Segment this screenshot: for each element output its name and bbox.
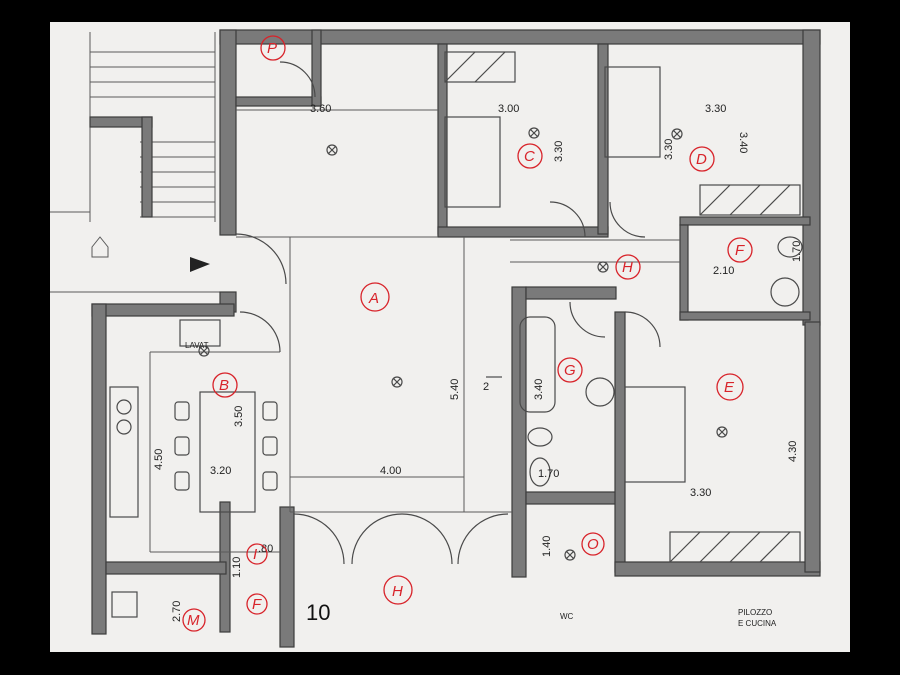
interior-lines bbox=[149, 109, 680, 553]
dim-dining-depth: 3.50 bbox=[233, 406, 245, 427]
dim-storage-m: 2.70 bbox=[171, 601, 183, 622]
svg-text:B: B bbox=[219, 377, 229, 394]
room-label-m: M bbox=[182, 608, 206, 632]
light-icon bbox=[597, 261, 609, 273]
pillar-note-line1: PILOZZO bbox=[738, 608, 772, 617]
dim-bath-g-width: 1.70 bbox=[538, 468, 559, 480]
toilet-icon bbox=[529, 457, 551, 487]
washing-machine-label: LAVAT bbox=[185, 341, 209, 350]
dim-living-width: 4.00 bbox=[380, 465, 401, 477]
unit-number: 10 bbox=[306, 600, 330, 625]
dim-bedroom-c-depth: 3.30 bbox=[553, 141, 565, 162]
light-icon bbox=[198, 345, 210, 357]
dim-kitchen-depth: 4.50 bbox=[153, 449, 165, 470]
bathtub-icon bbox=[519, 316, 556, 413]
shower-icon bbox=[770, 277, 800, 307]
counter-icon bbox=[109, 386, 139, 518]
room-label-e: E bbox=[716, 373, 744, 401]
svg-text:A: A bbox=[368, 290, 379, 307]
bidet-icon bbox=[527, 427, 553, 447]
dim-bedroom-e-width: 3.30 bbox=[690, 487, 711, 499]
toilet-f-icon bbox=[777, 236, 803, 258]
furniture bbox=[109, 51, 803, 618]
svg-text:P: P bbox=[267, 40, 277, 57]
washing-machine-icon bbox=[179, 319, 221, 347]
wc-note: WC bbox=[560, 612, 574, 621]
light-icon bbox=[716, 426, 728, 438]
stair-step-number: 2 bbox=[483, 381, 489, 393]
room-label-d: D bbox=[689, 146, 715, 172]
room-label-g: G bbox=[557, 357, 583, 383]
entry-arrow-icon bbox=[190, 257, 210, 272]
light-icon bbox=[564, 549, 576, 561]
dim-bedroom-d-depth-alt: 3.40 bbox=[737, 132, 749, 153]
svg-text:H: H bbox=[392, 583, 403, 600]
room-label-f1: F bbox=[727, 237, 753, 263]
light-icon bbox=[528, 127, 540, 139]
room-label-o: O bbox=[581, 532, 605, 556]
svg-text:O: O bbox=[587, 536, 599, 553]
svg-text:C: C bbox=[524, 148, 535, 165]
dim-kitchen-width: 3.20 bbox=[210, 465, 231, 477]
light-icon bbox=[326, 144, 338, 156]
dining-table-icon bbox=[199, 391, 256, 513]
dim-bedroom-d-width: 3.30 bbox=[705, 103, 726, 115]
dimension-labels: 3.60 3.00 3.30 3.30 3.30 3.40 5.40 4.00 … bbox=[153, 103, 803, 622]
room-label-b: B bbox=[212, 372, 238, 398]
room-label-a: A bbox=[360, 282, 390, 312]
room-label-h2: H bbox=[383, 575, 413, 605]
dim-entry-width: 3.60 bbox=[310, 103, 331, 115]
floor-plan-sheet: 3.60 3.00 3.30 3.30 3.30 3.40 5.40 4.00 … bbox=[50, 22, 850, 652]
dim-bedroom-e-depth: 4.30 bbox=[787, 441, 799, 462]
room-letters: P C D F H A G E B O H I F M bbox=[182, 35, 753, 632]
svg-text:G: G bbox=[564, 362, 576, 379]
svg-text:M: M bbox=[187, 612, 200, 629]
sink-m-icon bbox=[111, 591, 138, 618]
svg-text:F: F bbox=[735, 242, 745, 259]
walls bbox=[91, 29, 821, 648]
sink-g-icon bbox=[585, 377, 615, 407]
room-label-f2: F bbox=[246, 593, 268, 615]
text-labels: LAVAT PILOZZO E CUCINA WC 10 bbox=[185, 341, 777, 628]
room-label-h1: H bbox=[615, 254, 641, 280]
svg-text:H: H bbox=[622, 259, 633, 276]
dresser-c-icon bbox=[444, 51, 516, 83]
dim-bath-g-depth: 3.40 bbox=[533, 379, 545, 400]
pillar-note-line2: E CUCINA bbox=[738, 619, 777, 628]
floor-plan-drawing: 3.60 3.00 3.30 3.30 3.30 3.40 5.40 4.00 … bbox=[50, 29, 821, 648]
svg-text:D: D bbox=[696, 151, 707, 168]
wardrobe-e-icon bbox=[669, 531, 801, 563]
dim-closet-o: 1.40 bbox=[541, 536, 553, 557]
bed-d-icon bbox=[604, 66, 661, 158]
bed-e-icon bbox=[624, 386, 686, 483]
staircase bbox=[50, 32, 220, 293]
dim-living-depth: 5.40 bbox=[449, 379, 461, 400]
dim-bedroom-d-depth: 3.30 bbox=[663, 139, 675, 160]
svg-text:F: F bbox=[252, 596, 262, 613]
svg-text:E: E bbox=[724, 379, 735, 396]
light-icon bbox=[391, 376, 403, 388]
house-icon bbox=[91, 236, 109, 258]
dim-bedroom-c-width: 3.00 bbox=[498, 103, 519, 115]
svg-text:I: I bbox=[253, 546, 257, 563]
room-label-p: P bbox=[260, 35, 286, 61]
room-label-c: C bbox=[517, 143, 543, 169]
light-icon bbox=[671, 128, 683, 140]
bed-c-icon bbox=[444, 116, 501, 208]
room-label-i: I bbox=[246, 543, 268, 565]
wardrobe-d-icon bbox=[699, 184, 801, 216]
light-fixtures bbox=[198, 127, 728, 561]
dim-bath-f-depth: 1.70 bbox=[791, 241, 803, 262]
dim-wc-i-depth: 1.10 bbox=[231, 557, 243, 578]
dim-bath-f-width: 2.10 bbox=[713, 265, 734, 277]
